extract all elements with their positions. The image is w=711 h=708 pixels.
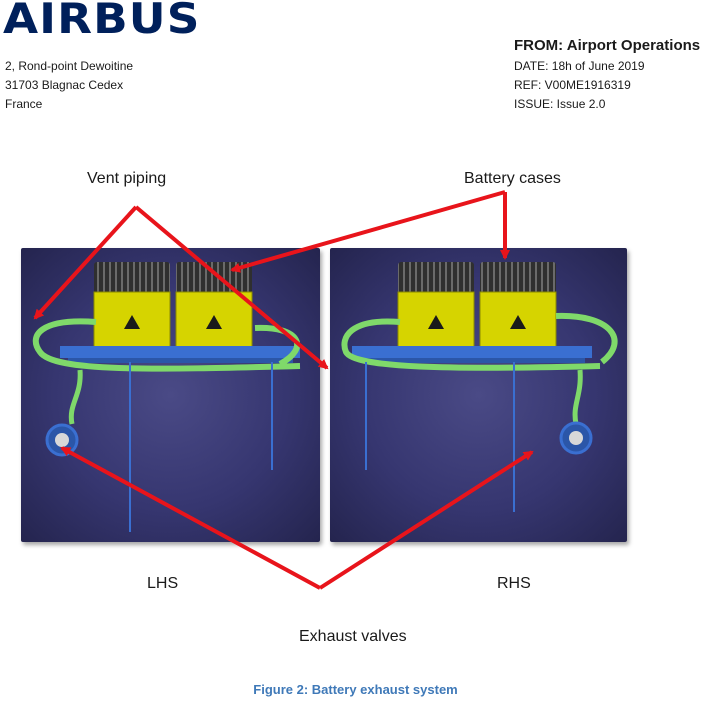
- address-line: 2, Rond-point Dewoitine: [5, 59, 134, 73]
- sender-address: 2, Rond-point Dewoitine 31703 Blagnac Ce…: [5, 57, 133, 114]
- from-line: FROM: Airport Operations: [514, 37, 701, 54]
- arrow-vent-rhs: [134, 205, 329, 370]
- label-exhaust-valves: Exhaust valves: [299, 628, 407, 645]
- date-line: DATE: 18h of June 2019: [514, 59, 645, 73]
- arrow-exhaust-rhs: [318, 450, 534, 590]
- lhs-assembly: [32, 262, 301, 532]
- figure-caption: Figure 2: Battery exhaust system: [253, 682, 458, 697]
- arrow-exhaust-lhs: [60, 446, 321, 590]
- issue-line: ISSUE: Issue 2.0: [514, 97, 606, 111]
- callout-arrows: [33, 190, 534, 590]
- arrow-battery-lhs: [230, 190, 506, 273]
- rhs-assembly: [341, 262, 618, 512]
- label-lhs: LHS: [147, 575, 179, 592]
- arrow-vent-lhs: [33, 205, 138, 320]
- label-rhs: RHS: [497, 575, 531, 592]
- address-line: 31703 Blagnac Cedex: [5, 78, 124, 92]
- address-line: France: [5, 97, 43, 111]
- label-battery-cases: Battery cases: [464, 170, 561, 187]
- document-meta: DATE: 18h of June 2019 REF: V00ME1916319…: [514, 57, 645, 114]
- ref-line: REF: V00ME1916319: [514, 78, 631, 92]
- airbus-logo: AIRBUS: [3, 0, 201, 43]
- label-vent-piping: Vent piping: [87, 170, 167, 187]
